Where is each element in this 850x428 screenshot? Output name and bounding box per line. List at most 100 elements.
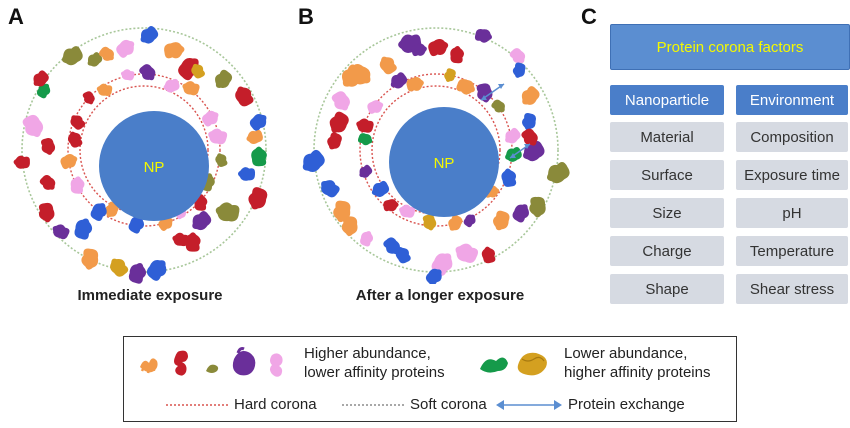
olive-protein-icon	[206, 364, 219, 373]
protein-glyph	[302, 149, 325, 172]
protein-glyph	[90, 203, 107, 222]
environment-factor-item: pH	[736, 198, 848, 228]
protein-glyph	[87, 52, 103, 67]
low-abundance-protein-icons	[480, 352, 547, 376]
protein-glyph	[512, 62, 526, 78]
protein-glyph	[68, 131, 83, 148]
protein-glyph	[395, 247, 411, 264]
panel-b-caption: After a longer exposure	[355, 287, 525, 304]
soft-corona-label: Soft corona	[410, 396, 487, 413]
protein-glyph	[331, 91, 350, 111]
protein-glyph	[235, 86, 254, 107]
hard-corona-line-icon	[166, 404, 228, 406]
panel-c-letter: C	[581, 4, 597, 29]
protein-glyph	[116, 39, 135, 58]
protein-glyph	[208, 128, 228, 145]
high-abundance-protein-icons	[140, 347, 283, 377]
legend-box: Higher abundance, lower affinity protein…	[123, 336, 737, 422]
nanoparticle-header: Nanoparticle	[610, 85, 724, 115]
protein-glyph	[481, 246, 496, 264]
protein-glyph	[406, 77, 424, 92]
higher-abundance-label-line1: Higher abundance,	[304, 345, 431, 362]
protein-glyph	[185, 232, 201, 252]
green-protein-icon	[480, 357, 508, 373]
panel-a-diagram: NP	[13, 25, 268, 284]
protein-glyph	[411, 43, 427, 57]
environment-factor-item: Composition	[736, 122, 848, 152]
protein-glyph	[163, 78, 180, 93]
protein-glyph	[390, 72, 408, 89]
protein-glyph	[13, 155, 30, 169]
protein-glyph	[505, 127, 521, 144]
environment-header: Environment	[736, 85, 848, 115]
protein-glyph	[444, 68, 456, 82]
protein-glyph	[448, 214, 463, 231]
nanoparticle-factor-item: Charge	[610, 236, 724, 266]
protein-glyph	[60, 154, 78, 170]
np-label: NP	[144, 159, 165, 176]
nanoparticle-factor-item: Size	[610, 198, 724, 228]
protein-glyph	[238, 167, 256, 181]
protein-glyph	[120, 69, 135, 81]
gold-protein-icon	[517, 352, 547, 376]
panel-b-letter: B	[298, 4, 314, 29]
protein-glyph	[491, 99, 506, 113]
environment-factor-item: Exposure time	[736, 160, 848, 190]
protein-glyph	[191, 63, 205, 79]
protein-glyph	[521, 128, 538, 146]
protein-glyph	[172, 232, 189, 247]
protein-glyph	[22, 114, 44, 138]
protein-glyph	[82, 91, 95, 105]
protein-glyph	[249, 114, 267, 131]
protein-glyph	[422, 214, 437, 231]
protein-glyph	[248, 187, 268, 210]
panel-a-caption: Immediate exposure	[77, 287, 223, 304]
protein-glyph	[493, 210, 510, 231]
protein-glyph	[359, 164, 373, 178]
protein-glyph	[215, 153, 228, 167]
protein-glyph	[501, 168, 517, 187]
hard-corona-label: Hard corona	[234, 396, 317, 413]
protein-glyph	[547, 162, 570, 184]
protein-glyph	[367, 100, 384, 114]
soft-corona-ring	[21, 27, 267, 273]
protein-glyph	[321, 180, 340, 198]
protein-glyph	[128, 216, 145, 234]
protein-glyph	[192, 210, 212, 231]
protein-glyph	[341, 216, 358, 237]
protein-glyph	[474, 29, 492, 43]
panel-a-letter: A	[8, 4, 24, 29]
higher-abundance-label-line2: lower affinity proteins	[304, 364, 445, 381]
protein-glyph	[182, 81, 200, 96]
protein-glyph	[33, 70, 49, 87]
protein-glyph	[164, 42, 185, 59]
protein-glyph	[96, 83, 113, 96]
protein-glyph	[379, 56, 397, 75]
protein-glyph	[383, 199, 399, 212]
protein-glyph	[36, 83, 51, 99]
nanoparticle-core	[389, 107, 499, 217]
environment-factor-item: Temperature	[736, 236, 848, 266]
protein-glyph	[74, 218, 93, 240]
nanoparticle-factor-item: Material	[610, 122, 724, 152]
protein-glyph	[98, 46, 114, 61]
protein-glyph	[456, 78, 475, 95]
exchange-arrow-heads	[510, 144, 530, 158]
protein-exchange-label: Protein exchange	[568, 396, 685, 413]
protein-glyph	[128, 263, 147, 284]
purple-protein-icon	[232, 347, 256, 376]
protein-glyph	[215, 69, 233, 89]
protein-glyph	[62, 46, 83, 66]
protein-exchange-arrow-icon	[496, 400, 562, 410]
protein-glyph	[140, 25, 159, 44]
protein-glyph	[146, 260, 167, 281]
soft-corona-line-icon	[342, 404, 404, 406]
nanoparticle-core	[99, 111, 209, 221]
protein-glyph	[512, 204, 529, 223]
lower-abundance-label-line1: Lower abundance,	[564, 345, 688, 362]
panel-b-diagram: NP	[302, 27, 570, 284]
protein-glyph	[529, 196, 546, 218]
protein-glyph	[251, 146, 267, 167]
protein-glyph	[425, 268, 442, 284]
nanoparticle-factor-item: Surface	[610, 160, 724, 190]
